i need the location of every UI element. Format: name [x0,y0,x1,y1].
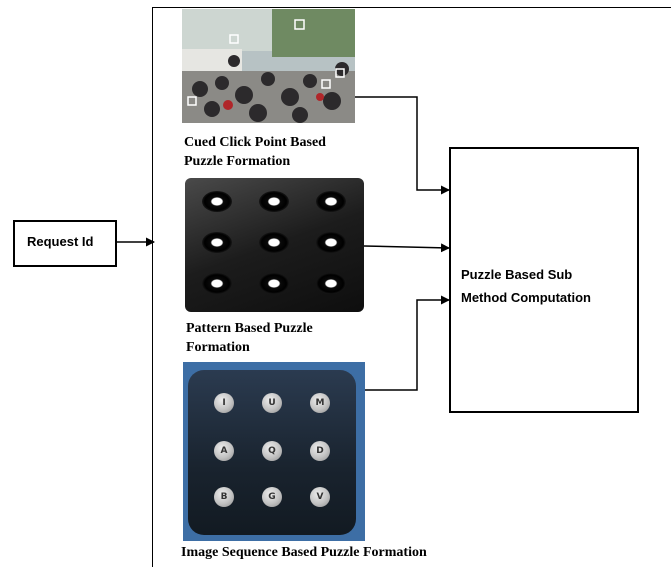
pattern-dot [259,191,289,212]
pattern-dot [316,273,346,294]
computation-label-line2: Method Computation [461,290,591,305]
sequence-letter-button: M [310,393,330,413]
sequence-letter-button: V [310,487,330,507]
pattern-dot [316,191,346,212]
pattern-puzzle-image [185,178,364,312]
arrow-pattern-to-computation [363,243,450,253]
cued-click-point-image [182,9,355,123]
cued-click-caption-line2: Puzzle Formation [184,154,291,169]
pattern-caption-line2: Formation [186,340,250,355]
diagram-frame [152,7,671,567]
pattern-dot [202,232,232,253]
pattern-dot [316,232,346,253]
sequence-letter-button: I [214,393,234,413]
pattern-caption: Pattern Based Puzzle Formation [186,319,313,357]
image-sequence-puzzle-image: I U M A Q D B G V [183,362,365,541]
arrow-sequence-to-computation [364,295,450,391]
sequence-letter-button: B [214,487,234,507]
pattern-dot [259,273,289,294]
pattern-dot [202,191,232,212]
cued-click-caption-line1: Cued Click Point Based [184,135,326,150]
sequence-letter-button: D [310,441,330,461]
arrow-cued-to-computation [354,96,450,195]
sequence-letter-button: G [262,487,282,507]
computation-box: Puzzle Based Sub Method Computation [449,147,639,413]
pattern-dot [202,273,232,294]
image-sequence-caption: Image Sequence Based Puzzle Formation [181,545,427,560]
pattern-caption-line1: Pattern Based Puzzle [186,321,313,336]
pattern-dot [259,232,289,253]
request-id-box: Request Id [13,220,117,267]
sequence-letter-button: U [262,393,282,413]
sequence-letter-button: Q [262,441,282,461]
computation-label: Puzzle Based Sub Method Computation [461,263,591,309]
sequence-letter-button: A [214,441,234,461]
computation-label-line1: Puzzle Based Sub [461,267,573,282]
cued-click-caption: Cued Click Point Based Puzzle Formation [184,133,326,171]
request-id-label: Request Id [27,234,94,249]
